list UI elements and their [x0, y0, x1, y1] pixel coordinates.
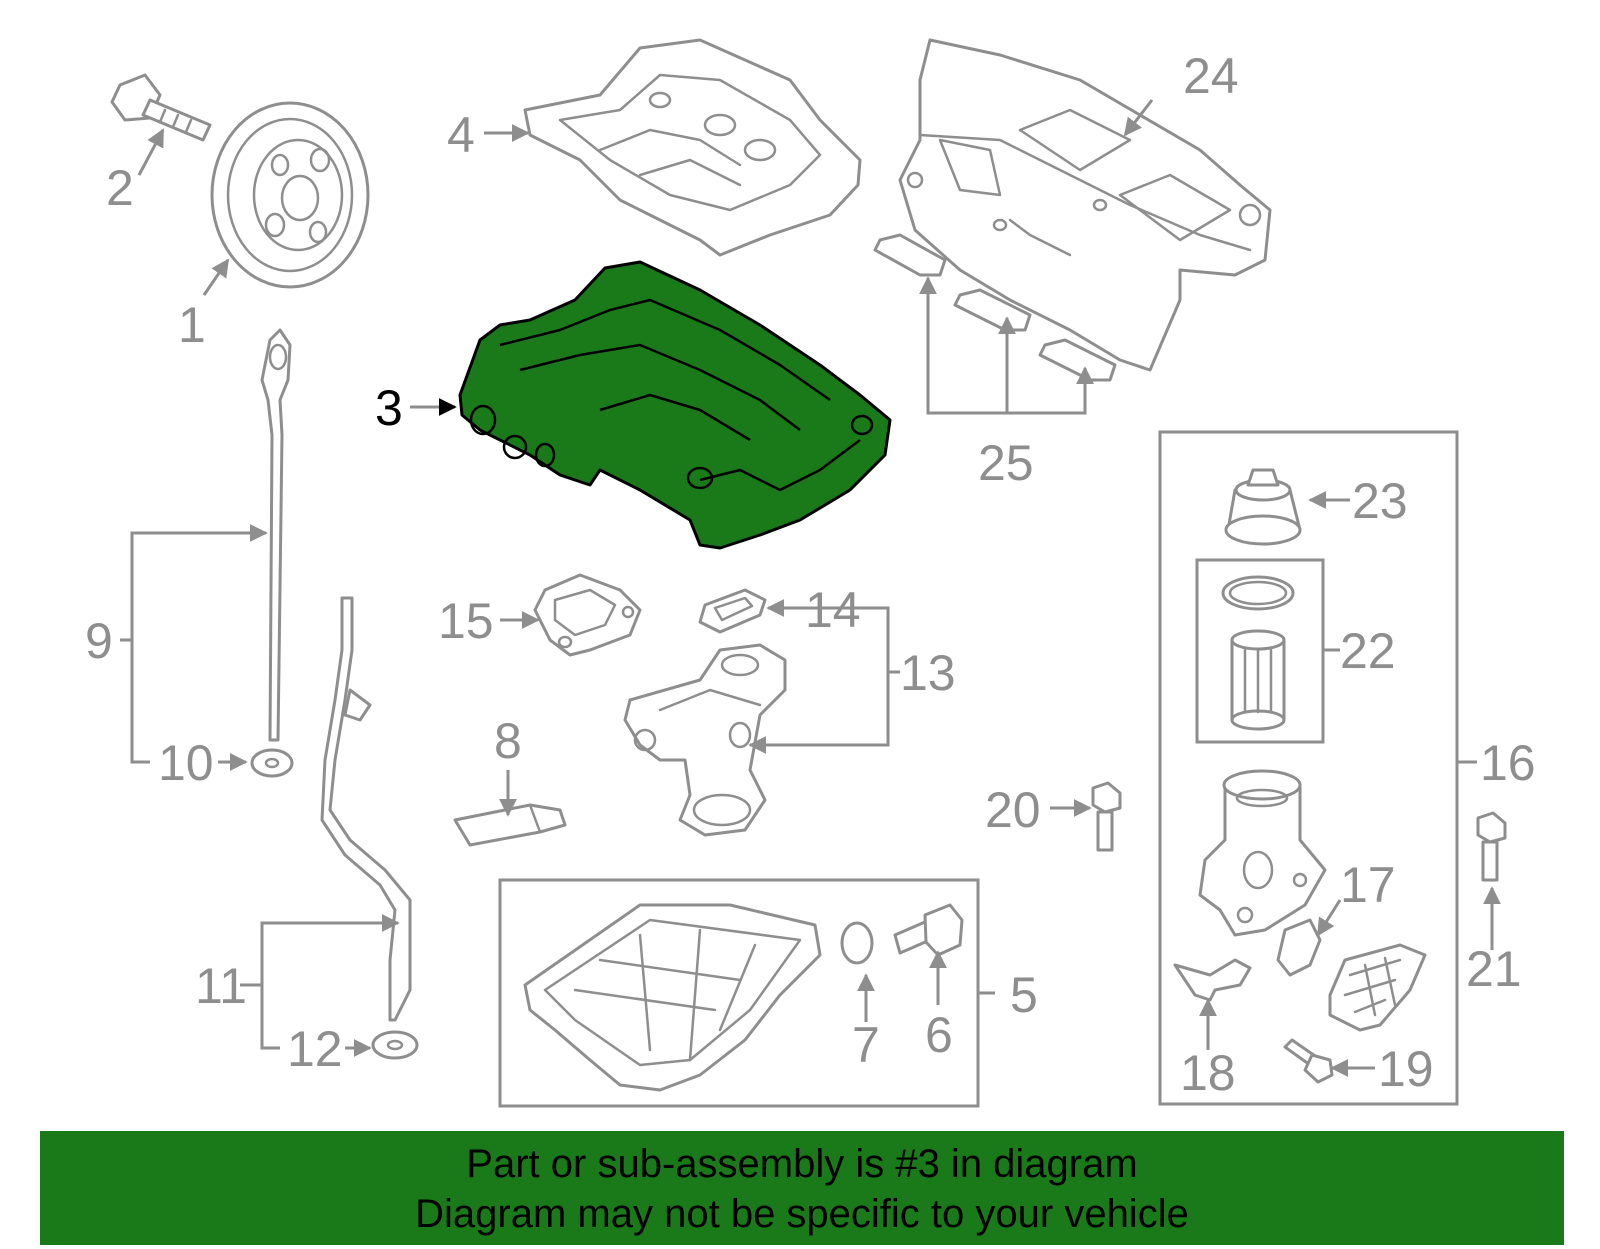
part-10-dipstick-seal[interactable] [250, 748, 294, 778]
callout-22[interactable]: 22 [1340, 623, 1396, 679]
part-1-crankshaft-pulley[interactable] [210, 101, 370, 289]
part-5-lower-oil-pan[interactable] [523, 903, 822, 1092]
callout-1[interactable]: 1 [178, 297, 206, 353]
callout-7[interactable]: 7 [852, 1017, 880, 1073]
info-banner: Part or sub-assembly is #3 in diagram Di… [40, 1131, 1564, 1245]
part-23-filter-cap[interactable] [1224, 468, 1302, 546]
callout-11[interactable]: 11 [195, 958, 247, 1014]
callout-25[interactable]: 25 [978, 435, 1034, 491]
part-16-housing-cover[interactable] [1328, 943, 1427, 1032]
callout-15[interactable]: 15 [438, 593, 494, 649]
callout-18[interactable]: 18 [1180, 1045, 1236, 1101]
callout-12[interactable]: 12 [287, 1021, 343, 1077]
part-19-housing-bolt[interactable] [1283, 1038, 1334, 1084]
part-12-tube-seal[interactable] [371, 1030, 419, 1060]
banner-line-disclaimer: Diagram may not be specific to your vehi… [415, 1192, 1189, 1236]
callout-14[interactable]: 14 [805, 582, 861, 638]
callout-10[interactable]: 10 [158, 735, 214, 791]
callout-9[interactable]: 9 [85, 613, 113, 669]
part-6-drain-plug[interactable] [893, 903, 964, 957]
part-9-dipstick[interactable] [260, 328, 292, 742]
part-20-bolt[interactable] [1091, 781, 1122, 852]
callout-2[interactable]: 2 [106, 160, 134, 216]
part-17-housing-gasket[interactable] [1276, 918, 1322, 977]
callout-19[interactable]: 19 [1378, 1041, 1434, 1097]
part-25-gaskets[interactable] [873, 233, 1117, 382]
callout-17[interactable]: 17 [1340, 857, 1396, 913]
callout-24[interactable]: 24 [1183, 48, 1239, 104]
part-7-drain-washer[interactable] [840, 921, 874, 965]
callout-23[interactable]: 23 [1352, 473, 1408, 529]
part-3-oil-pan-highlighted[interactable] [458, 260, 892, 550]
part-18-bracket[interactable] [1173, 958, 1252, 1002]
part-11-dipstick-tube[interactable] [320, 596, 412, 1022]
part-21-bolt[interactable] [1476, 811, 1507, 882]
callout-21[interactable]: 21 [1466, 941, 1522, 997]
callout-6[interactable]: 6 [925, 1007, 953, 1063]
assembly-box-16 [1158, 430, 1459, 1106]
callout-5[interactable]: 5 [1010, 967, 1038, 1023]
callout-8[interactable]: 8 [494, 713, 522, 769]
callout-13[interactable]: 13 [900, 645, 956, 701]
part-15-pump-cover[interactable] [533, 573, 642, 657]
part-4-ladder-frame[interactable] [523, 38, 862, 257]
banner-line-part: Part or sub-assembly is #3 in diagram [466, 1142, 1138, 1186]
part-2-pulley-bolt[interactable] [110, 73, 212, 142]
part-22-filter-element[interactable] [1221, 575, 1295, 731]
callout-16[interactable]: 16 [1480, 735, 1536, 791]
part-13-oil-pump[interactable] [623, 643, 787, 837]
part-16-filter-housing[interactable] [1198, 769, 1327, 937]
callout-20[interactable]: 20 [985, 782, 1041, 838]
part-24-cylinder-head-cover[interactable] [898, 38, 1272, 372]
part-14-pump-gasket[interactable] [698, 588, 767, 634]
part-8-oil-baffle[interactable] [453, 803, 567, 847]
callout-3[interactable]: 3 [375, 380, 403, 436]
callout-4[interactable]: 4 [447, 107, 475, 163]
